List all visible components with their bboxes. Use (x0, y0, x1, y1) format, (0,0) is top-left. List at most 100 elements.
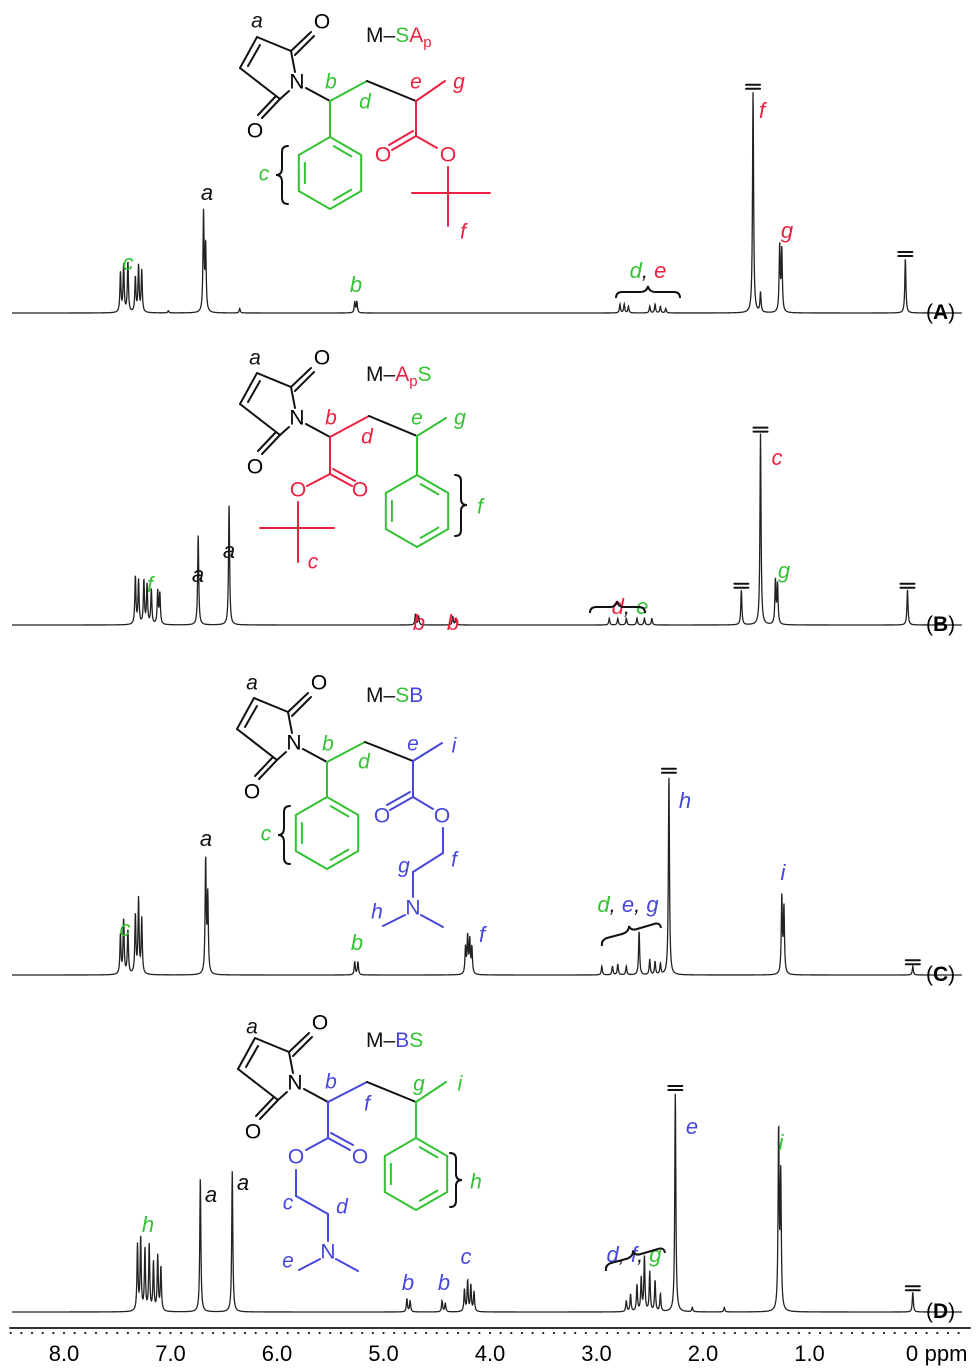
peak-label: h (679, 788, 691, 813)
compound-title: M–ApS (366, 363, 432, 390)
bond (329, 473, 353, 487)
peak-label: b (351, 930, 363, 955)
phenyl-ring (383, 1137, 449, 1211)
bond (415, 135, 438, 149)
minor-tick (723, 1331, 726, 1335)
maleimide-group (239, 367, 331, 455)
peak-label-part: a (237, 1170, 249, 1195)
label-d: d (336, 1196, 349, 1219)
minor-tick (425, 1331, 428, 1335)
label-i: i (458, 1073, 464, 1096)
peak-label: b (350, 272, 362, 297)
minor-tick (361, 1331, 364, 1335)
phenyl-ring (297, 136, 363, 210)
atom-o: O (314, 347, 330, 370)
label-d: d (358, 751, 371, 774)
atom-o: O (311, 672, 327, 695)
label-b: b (325, 1071, 337, 1094)
minor-tick (914, 1331, 918, 1335)
peak-label: c (120, 916, 131, 941)
minor-tick (158, 1331, 161, 1335)
minor-tick (73, 1331, 76, 1335)
minor-tick (701, 1331, 705, 1335)
atom-n: N (289, 407, 304, 430)
peak-label: a (205, 1182, 217, 1207)
x-tick-label: 5.0 (368, 1341, 399, 1366)
bond (332, 468, 356, 482)
label-g: g (454, 407, 466, 430)
peak-label: i (781, 860, 787, 885)
minor-tick (403, 1331, 406, 1335)
label-a: a (249, 347, 261, 370)
minor-tick (41, 1331, 44, 1335)
bond (329, 136, 363, 156)
label-e: e (282, 1250, 294, 1273)
bond (366, 80, 417, 102)
peak-label: a (192, 562, 204, 587)
minor-tick (169, 1331, 172, 1335)
minor-tick (808, 1331, 811, 1335)
label-a: a (251, 10, 263, 33)
bond (412, 796, 434, 810)
spectrum-trace (12, 92, 962, 314)
bond (329, 415, 370, 438)
minor-tick (829, 1331, 832, 1335)
minor-tick (765, 1331, 769, 1335)
double-bond (329, 805, 350, 818)
minor-tick (659, 1331, 662, 1335)
bond (384, 474, 418, 494)
peak-label: b (413, 610, 425, 635)
bond (294, 850, 328, 870)
bond (327, 1137, 351, 1151)
minor-tick (893, 1331, 896, 1335)
minor-tick (371, 1331, 374, 1335)
bond (368, 415, 418, 437)
double-bond (418, 1189, 439, 1202)
label-b: b (325, 71, 337, 94)
x-tick-label: 4.0 (475, 1341, 506, 1366)
peak-label-part: b (350, 272, 362, 297)
label-h: h (371, 901, 383, 924)
minor-tick (116, 1331, 119, 1335)
minor-tick (350, 1331, 353, 1335)
bond (326, 796, 360, 816)
label-b: b (322, 733, 334, 756)
peak-label-part: b (413, 610, 425, 635)
x-tick-label: 7.0 (155, 1341, 186, 1366)
x-axis-unit: ppm (925, 1341, 968, 1366)
label-d: d (361, 426, 374, 449)
bond (389, 796, 414, 811)
minor-tick (542, 1331, 545, 1335)
peak-label: d, e, g (597, 892, 659, 917)
maleimide-group (236, 692, 328, 780)
peak-label: d, e (630, 258, 667, 283)
peak-label: a (237, 1170, 249, 1195)
peak-label: a (201, 180, 213, 205)
minor-tick (307, 1331, 311, 1335)
minor-tick (882, 1331, 886, 1335)
minor-tick (190, 1331, 193, 1335)
label-d: d (359, 91, 372, 114)
minor-tick (840, 1331, 843, 1335)
peak-label-part: g (646, 892, 659, 917)
minor-tick (680, 1331, 683, 1335)
compound-title: M–SB (366, 684, 423, 707)
peak-label-part: , (634, 892, 646, 917)
minor-tick (936, 1331, 939, 1335)
peak-label-part: g (778, 558, 791, 583)
phenyl-ring (294, 796, 360, 870)
atom-o: O (244, 781, 260, 804)
atom-n: N (287, 1072, 302, 1095)
minor-tick (648, 1331, 651, 1335)
peak-label-part: d (612, 594, 625, 619)
double-bond (419, 526, 440, 539)
peak-label-part: i (779, 1130, 785, 1155)
panel-id: (C) (926, 963, 955, 986)
minor-tick (904, 1331, 907, 1335)
panel-id: (D) (926, 1300, 955, 1323)
minor-tick (456, 1331, 460, 1335)
bond (415, 1137, 449, 1157)
peak-label-part: , (642, 258, 654, 283)
